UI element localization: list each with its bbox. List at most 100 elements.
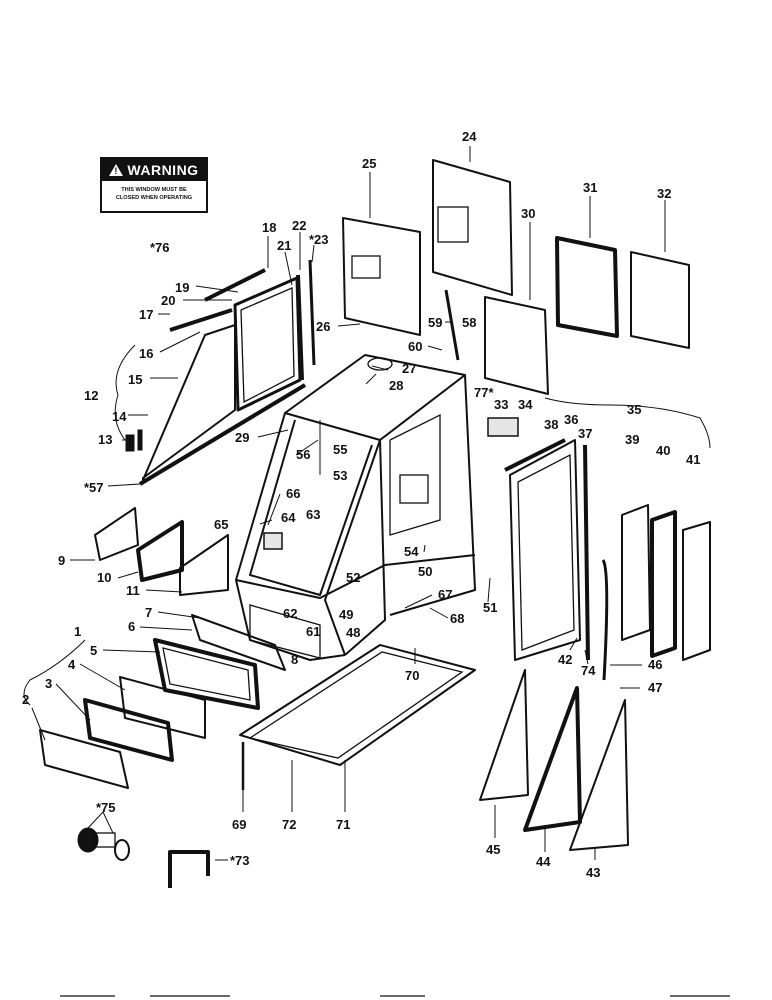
part-72-floor-inner: [248, 651, 464, 759]
callout-71: 71: [336, 817, 350, 832]
part-14-latch: [137, 429, 143, 451]
callout-55: 55: [333, 442, 347, 457]
callout-64: 64: [281, 510, 296, 525]
part-31-seal-frame: [555, 236, 619, 338]
cab-lower-panel: [249, 604, 321, 659]
callout-54: 54: [404, 544, 419, 559]
callout-61: 61: [306, 624, 320, 639]
callout-70: 70: [405, 668, 419, 683]
callout-59: 59: [428, 315, 442, 330]
callout-29: 29: [235, 430, 249, 445]
callout-47: 47: [648, 680, 662, 695]
part-64-plate: [263, 532, 283, 550]
part-3-seal: [83, 698, 174, 762]
callout-49: 49: [339, 607, 353, 622]
warning-title: WARNING: [127, 162, 199, 178]
callout-51: 51: [483, 600, 497, 615]
callout-18: 18: [262, 220, 276, 235]
callout-62: 62: [283, 606, 297, 621]
cab-side-mid: [344, 439, 386, 656]
part-15-door-glass: [142, 324, 236, 481]
part-23-strip: [308, 259, 316, 366]
part-22-seal-strip: [296, 274, 304, 381]
part-58-strip: [444, 289, 460, 361]
callout-5: 5: [90, 643, 97, 658]
part-21-inner: [240, 287, 295, 404]
callout-2: 2: [22, 692, 29, 707]
part-36-door-inner: [517, 453, 575, 651]
part-11-panel: [179, 534, 229, 596]
callout-27: 27: [402, 361, 416, 376]
callout-20: 20: [161, 293, 175, 308]
part-46-rod: [601, 559, 609, 681]
warning-header: ! WARNING: [102, 159, 206, 181]
callout-45: 45: [486, 842, 500, 857]
part-2-glass: [39, 729, 129, 789]
part-25-roof-panel: [342, 217, 421, 336]
part-72-floor-frame: [239, 644, 476, 766]
warning-text: THIS WINDOW MUST BE CLOSED WHEN OPERATIN…: [102, 181, 206, 202]
warning-decal: ! WARNING THIS WINDOW MUST BE CLOSED WHE…: [100, 157, 208, 213]
callout-26: 26: [316, 319, 330, 334]
callout-1: 1: [74, 624, 81, 639]
part-24-cutout: [437, 206, 469, 243]
callout-14: 14: [112, 409, 127, 424]
callout-3: 3: [45, 676, 52, 691]
callout-40: 40: [656, 443, 670, 458]
callout-4: 4: [68, 657, 76, 672]
callout-31: 31: [583, 180, 597, 195]
callout-56: 56: [296, 447, 310, 462]
callout-41: 41: [686, 452, 700, 467]
callout-23: *23: [309, 232, 329, 247]
callout-13: 13: [98, 432, 112, 447]
callout-76: *76: [150, 240, 170, 255]
callout-36: 36: [564, 412, 578, 427]
callout-38: 38: [544, 417, 558, 432]
leader-lines: [23, 146, 711, 861]
part-5-frame: [153, 638, 260, 710]
part-38-seal: [504, 438, 566, 472]
callout-57: *57: [84, 480, 104, 495]
cab-front-pillar-left: [235, 412, 346, 661]
warning-line-2: CLOSED WHEN OPERATING: [115, 195, 193, 201]
callout-69: 69: [232, 817, 246, 832]
part-9-glass: [94, 507, 139, 561]
callout-75: *75: [96, 800, 116, 815]
part-30-panel: [484, 296, 549, 395]
callout-66: 66: [286, 486, 300, 501]
cab-front-pillar-right: [324, 439, 381, 656]
callout-25: 25: [362, 156, 376, 171]
callout-7: 7: [145, 605, 152, 620]
callout-43: 43: [586, 865, 600, 880]
callout-34: 34: [518, 397, 533, 412]
callout-73: *73: [230, 853, 250, 868]
part-73-handle: [168, 850, 210, 888]
callout-24: 24: [462, 129, 477, 144]
part-13-latch: [125, 434, 135, 452]
warning-triangle-icon: !: [109, 164, 124, 176]
part-44-seal-frame: [523, 686, 582, 832]
callout-67: 67: [438, 587, 452, 602]
callout-6: 6: [128, 619, 135, 634]
callout-46: 46: [648, 657, 662, 672]
cab-rear-window: [389, 413, 441, 536]
callout-22: 22: [292, 218, 306, 233]
callout-28: 28: [389, 378, 403, 393]
callout-39: 39: [625, 432, 639, 447]
part-18-channel: [204, 268, 266, 302]
callout-60: 60: [408, 339, 422, 354]
callout-19: 19: [175, 280, 189, 295]
part-24-rear-panel: [432, 159, 513, 296]
part-25-cutout: [351, 255, 381, 279]
warning-line-1: THIS WINDOW MUST BE: [121, 187, 187, 193]
callout-63: 63: [306, 507, 320, 522]
callout-11: 11: [126, 583, 140, 598]
callout-72: 72: [282, 817, 296, 832]
part-40-seal-frame: [650, 510, 677, 658]
callout-42: 42: [558, 652, 572, 667]
callout-16: 16: [139, 346, 153, 361]
part-32-glass: [630, 251, 690, 349]
cab-rear-opening: [399, 474, 429, 504]
part-27-dome-light: [367, 357, 393, 371]
cab-roof: [284, 354, 466, 441]
